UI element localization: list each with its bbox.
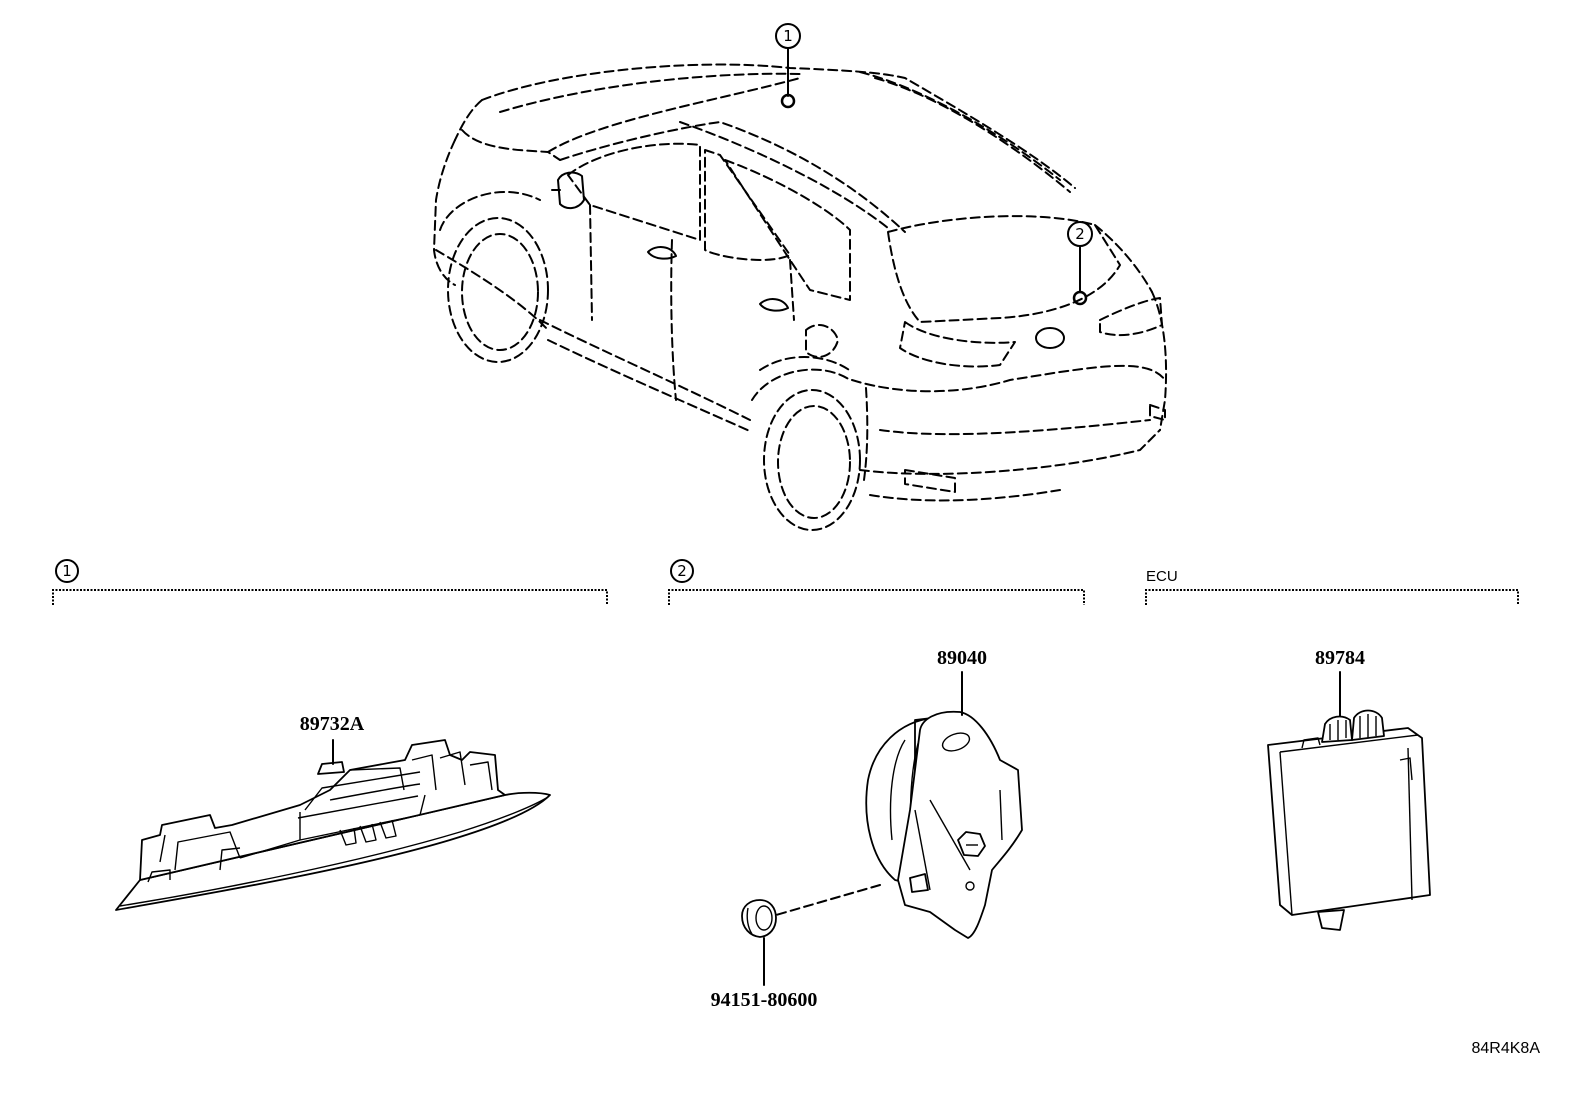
section-2-header: 2 (668, 559, 1085, 605)
section-2-bracket (668, 589, 1085, 605)
diagram-code: 84R4K8A (1472, 1040, 1541, 1057)
section-ecu-label: ECU (1146, 568, 1178, 585)
callout-1-label: 1 (783, 27, 793, 45)
callout-1-circle (775, 23, 801, 49)
part-89784-ecu: 89784 (1267, 647, 1431, 931)
section-ecu-bracket (1145, 589, 1519, 605)
section-ecu-header: ECU (1145, 568, 1519, 605)
section-1-header: 1 (52, 559, 608, 605)
section-2-marker-circle (670, 559, 694, 583)
part-89040-label: 89040 (937, 647, 987, 669)
part-94151-80600-label: 94151-80600 (711, 989, 818, 1011)
callout-2-label: 2 (1075, 225, 1085, 243)
part-89732a-label: 89732A (300, 713, 365, 735)
section-1-bracket (52, 589, 608, 605)
callout-2-circle (1067, 221, 1093, 247)
part-89040-horn: 89040 (775, 647, 1023, 939)
section-1-marker: 1 (62, 562, 72, 580)
part-89732a-sensor: 89732A (115, 713, 551, 911)
part-94151-80600-grommet: 94151-80600 (711, 899, 818, 1011)
vehicle-illustration: 1 2 (433, 23, 1168, 531)
section-1-marker-circle (55, 559, 79, 583)
section-2-marker: 2 (677, 562, 687, 580)
part-89784-label: 89784 (1315, 647, 1365, 669)
